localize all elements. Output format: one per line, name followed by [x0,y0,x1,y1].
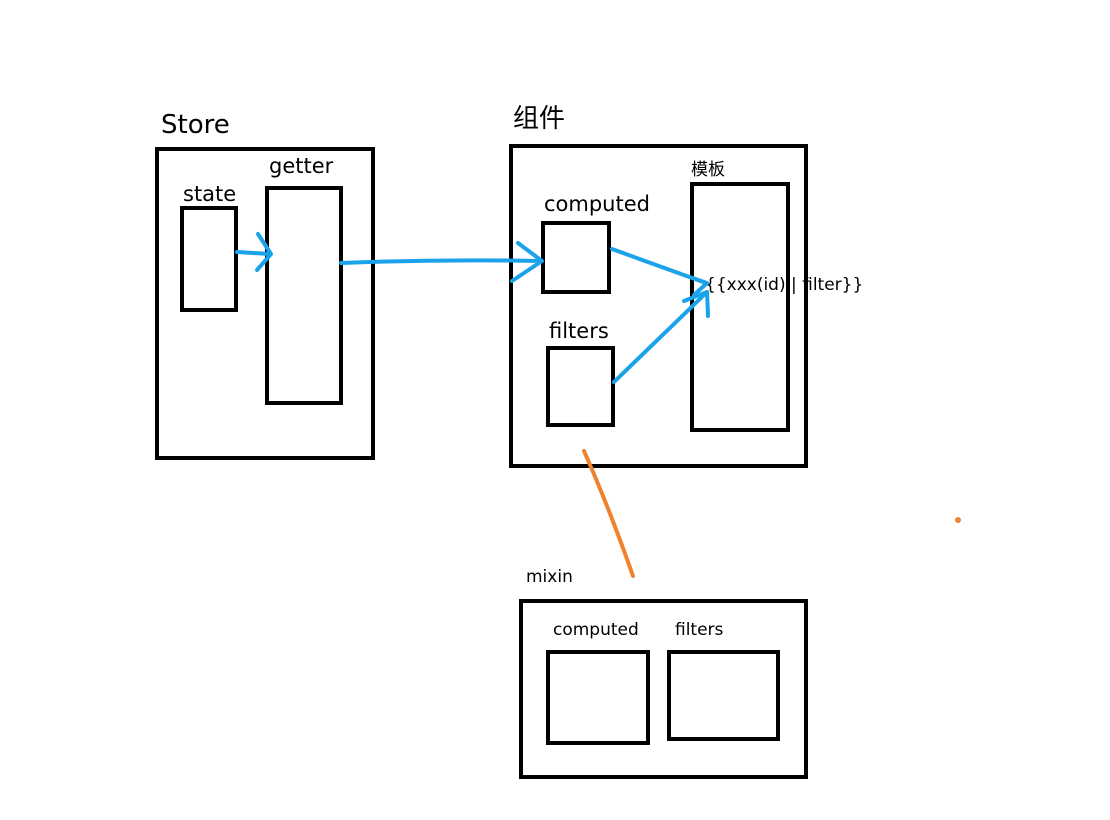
component-title: 组件 [513,104,565,134]
component-computed-box [541,221,611,294]
template-expression: {{xxx(id) | filter}} [705,275,863,295]
getter-box [265,186,343,405]
mixin-box [519,599,808,779]
component-box [509,144,808,468]
state-label: state [183,182,236,206]
store-title: Store [161,110,230,140]
data-flow-arrows [235,232,710,384]
component-filters-label: filters [549,319,609,343]
arrow-getter-to-computed [339,241,544,283]
mixin-computed-box [546,650,650,745]
arrow-computed-to-template [610,247,709,297]
getter-label: getter [269,154,334,178]
mixin-title: mixin [526,567,573,587]
arrow-state-to-getter [235,232,273,272]
arrow-filters-to-template [612,290,710,384]
component-computed-label: computed [544,192,650,216]
template-label: 模板 [691,160,725,180]
state-box [180,206,238,312]
component-group: 组件 computed filters 模板 {{xxx(id) | filte… [509,104,863,468]
mixin-filters-box [667,650,780,741]
mixin-group: mixin computed filters [519,567,808,779]
stray-dot [955,517,961,523]
mixin-filters-label: filters [675,620,724,640]
store-group: Store state getter [155,110,375,460]
component-filters-box [546,346,615,427]
mixin-connector-line [582,449,635,578]
store-box [155,147,375,460]
mixin-computed-label: computed [553,620,639,640]
